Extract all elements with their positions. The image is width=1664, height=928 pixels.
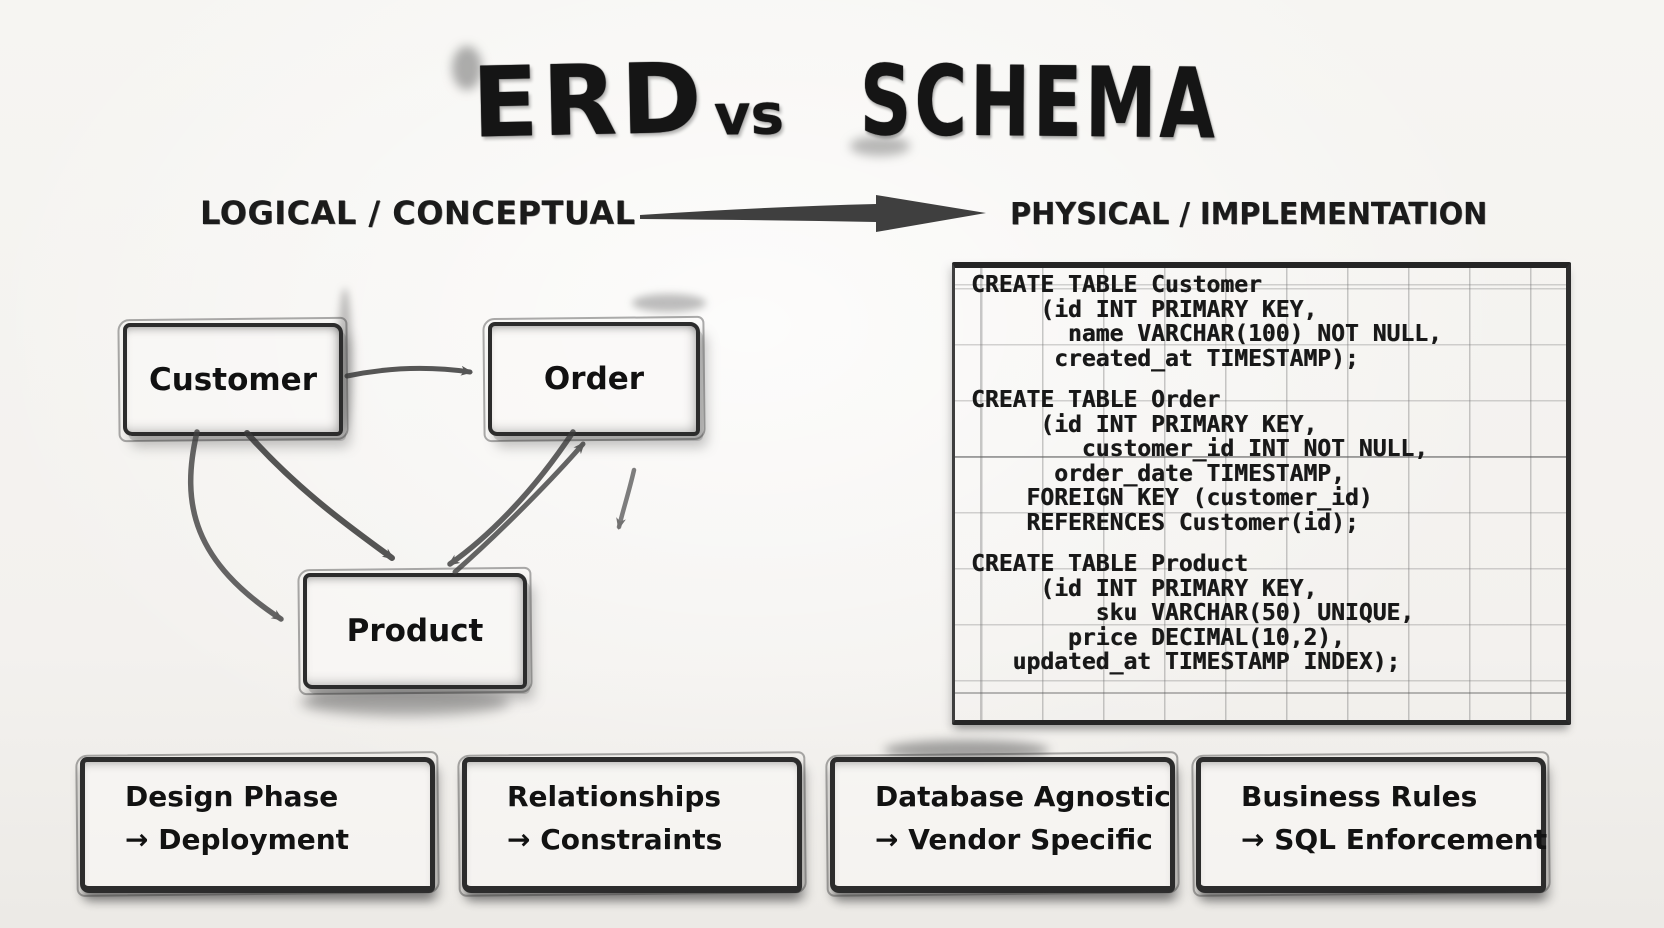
title-schema: SCHEMA — [859, 44, 1219, 161]
charcoal-smudge — [632, 294, 706, 312]
card-subtitle: → SQL Enforcement — [1241, 823, 1548, 856]
entity-box-customer: Customer — [123, 323, 343, 436]
card-business-rules: Business Rules → SQL Enforcement — [1196, 757, 1548, 893]
arrow-customer-product-left — [187, 429, 284, 622]
card-title: Design Phase — [125, 780, 339, 813]
card-relationships: Relationships → Constraints — [462, 757, 802, 893]
charcoal-smudge — [300, 688, 510, 716]
card-title: Relationships — [507, 780, 722, 813]
arrow-product-order — [452, 441, 586, 575]
entity-label: Product — [346, 613, 484, 649]
entity-box-order: Order — [488, 322, 700, 436]
title-vs: vs — [713, 82, 785, 149]
arrow-customer-product-diagonal — [244, 430, 395, 561]
header-transition-arrow — [640, 195, 986, 232]
card-subtitle: → Constraints — [507, 823, 723, 856]
card-title: Database Agnostic — [875, 780, 1171, 813]
sql-create-customer: CREATE TABLE Customer (id INT PRIMARY KE… — [971, 272, 1442, 372]
entity-box-product: Product — [303, 573, 527, 689]
entity-label: Order — [543, 361, 645, 397]
card-database-agnostic: Database Agnostic → Vendor Specific — [830, 757, 1175, 893]
sql-create-order: CREATE TABLE Order (id INT PRIMARY KEY, … — [971, 387, 1428, 536]
card-subtitle: → Deployment — [125, 823, 350, 856]
card-design-phase: Design Phase → Deployment — [80, 757, 435, 893]
card-subtitle: → Vendor Specific — [875, 823, 1153, 856]
sql-code: CREATE TABLE Customer (id INT PRIMARY KE… — [971, 273, 1442, 692]
arrow-order-product — [447, 429, 576, 567]
card-title: Business Rules — [1241, 780, 1478, 813]
section-label-logical: LOGICAL / CONCEPTUAL — [200, 194, 636, 232]
entity-label: Customer — [148, 361, 317, 398]
arrow-order-stub — [616, 467, 637, 530]
sql-create-product: CREATE TABLE Product (id INT PRIMARY KEY… — [971, 551, 1415, 675]
section-label-physical: PHYSICAL / IMPLEMENTATION — [1010, 197, 1488, 232]
title-erd: ERD — [470, 41, 707, 160]
schema-grid-panel: CREATE TABLE Customer (id INT PRIMARY KE… — [952, 262, 1571, 725]
arrow-customer-order — [344, 365, 473, 379]
